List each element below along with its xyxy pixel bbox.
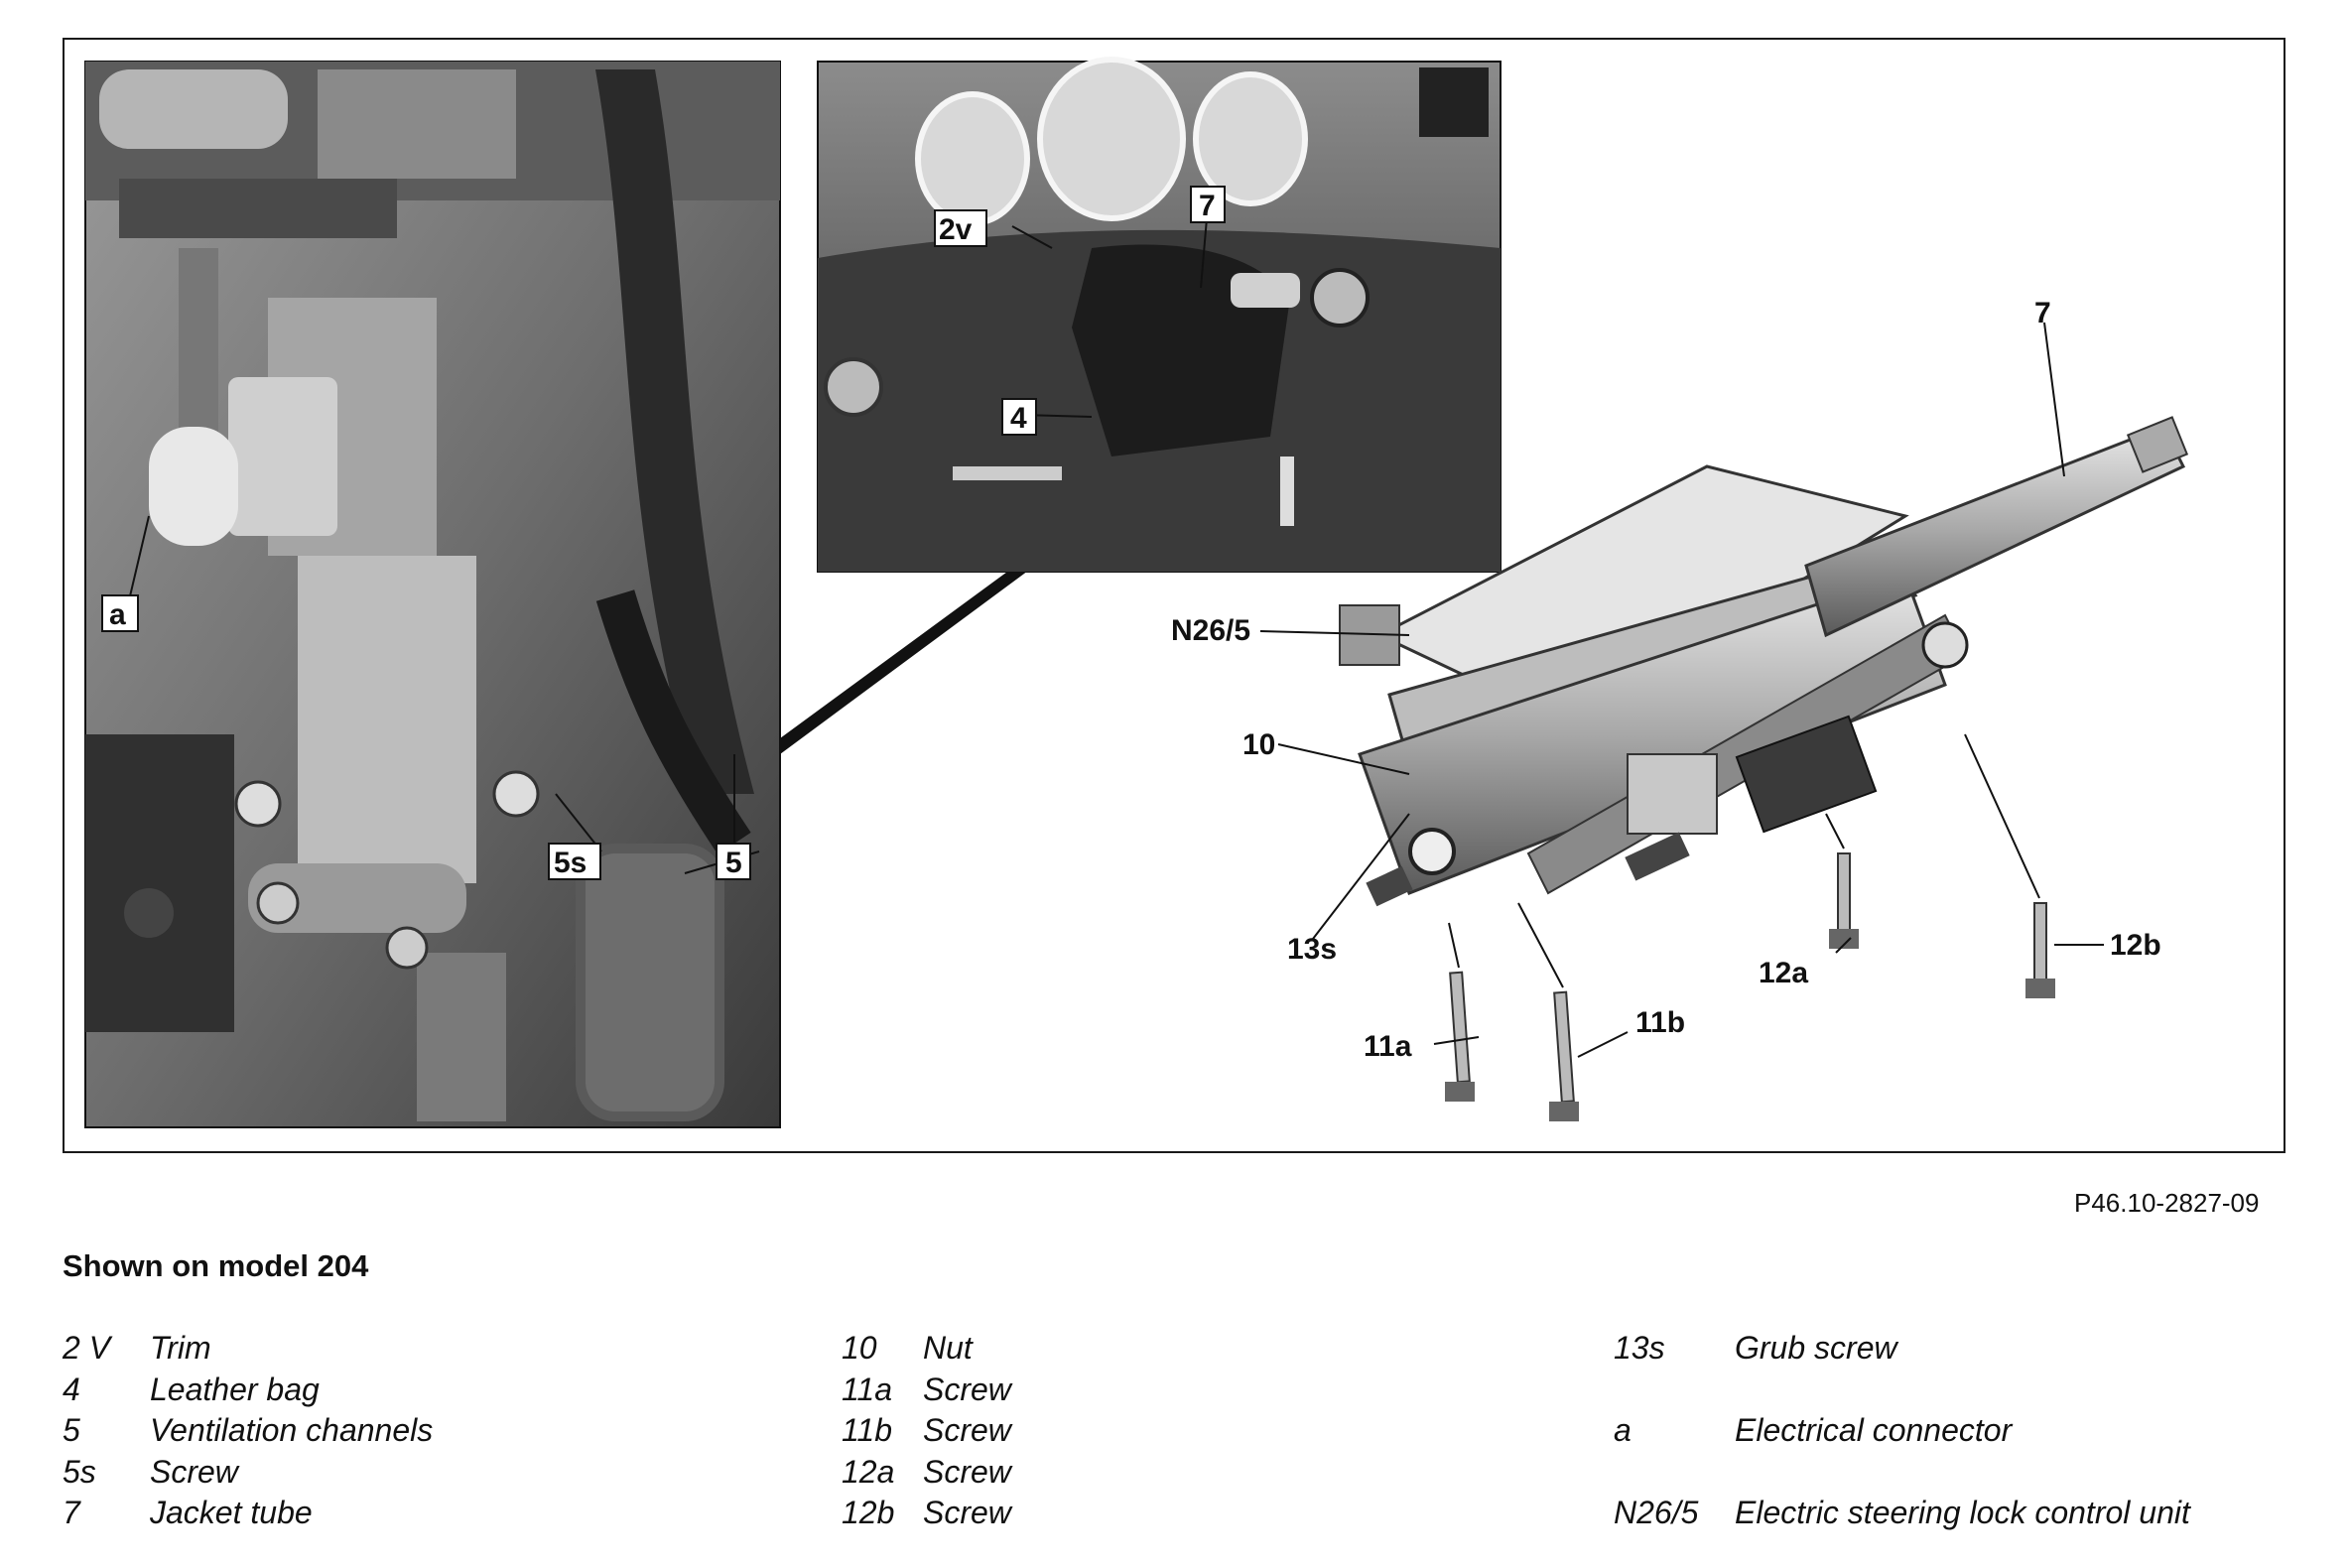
legend-label: Grub screw — [1735, 1330, 1897, 1366]
callout-11a: 11a — [1364, 1030, 1412, 1063]
legend-key: 12a — [842, 1453, 895, 1490]
legend-key: 10 — [842, 1330, 877, 1366]
legend-item: 4 Leather bag — [63, 1370, 757, 1411]
legend-column-3: 13s Grub screw a Electrical connector N26/… — [1614, 1328, 2308, 1534]
legend-label: Screw — [923, 1371, 1011, 1407]
legend-column-1: 2 V Trim 4 Leather bag 5 Ventilation channe… — [63, 1328, 757, 1534]
legend-label: Screw — [923, 1412, 1011, 1449]
legend-item: 12a Screw — [842, 1452, 1536, 1494]
callout-n26-5: N26/5 — [1171, 614, 1250, 647]
legend-key: 4 — [63, 1371, 80, 1407]
alignment-lines — [1448, 733, 2040, 988]
legend-key: 11b — [842, 1412, 893, 1449]
callout-11b: 11b — [1635, 1006, 1685, 1039]
legend-item: 5s Screw — [63, 1452, 757, 1494]
callout-12a: 12a — [1759, 957, 1808, 989]
legend-label: Leather bag — [150, 1371, 320, 1407]
screw-12a — [1829, 852, 1859, 949]
legend-item: 5 Ventilation channels — [63, 1410, 757, 1452]
callout-13s: 13s — [1287, 933, 1337, 966]
callout-a: a — [101, 594, 139, 632]
screw-12b — [2025, 902, 2055, 998]
legend-key: a — [1614, 1412, 1632, 1449]
svg-text:5s: 5s — [554, 847, 587, 879]
callout-7-dashboard: 7 — [1190, 186, 1226, 223]
screw-11b — [1549, 990, 1579, 1121]
figure-reference-code: P46.10-2827-09 — [2074, 1188, 2260, 1218]
callout-10: 10 — [1242, 728, 1275, 761]
legend-key: 2 V — [63, 1330, 111, 1366]
callout-12b: 12b — [2110, 929, 2161, 962]
steering-column-illustration — [1339, 416, 2189, 907]
legend-label: Electrical connector — [1735, 1412, 2013, 1449]
legend-item: 13s Grub screw — [1614, 1328, 2308, 1370]
legend-key: 5s — [63, 1453, 96, 1490]
svg-text:a: a — [109, 598, 126, 631]
svg-text:2v: 2v — [939, 213, 973, 246]
callout-5: 5 — [716, 843, 751, 880]
svg-text:4: 4 — [1010, 402, 1027, 435]
svg-text:7: 7 — [1199, 190, 1216, 222]
legend-item: 11a Screw — [842, 1370, 1536, 1411]
legend-label: Screw — [923, 1495, 1011, 1531]
legend-label: Electric steering lock control unit — [1735, 1495, 2190, 1531]
legend-item: 12b Screw — [842, 1493, 1536, 1534]
legend-label: Jacket tube — [150, 1495, 313, 1531]
callout-4: 4 — [1001, 398, 1037, 436]
legend-label: Ventilation channels — [150, 1412, 434, 1449]
legend-item: 10 Nut — [842, 1328, 1536, 1370]
legend-item — [1614, 1452, 2308, 1494]
callout-7-column: 7 — [2034, 297, 2051, 329]
leader-lines — [128, 217, 2104, 1058]
photo-dashboard — [817, 57, 1501, 573]
legend-label: Trim — [150, 1330, 211, 1366]
legend-item: N26/5 Electric steering lock control unit — [1614, 1493, 2308, 1534]
legend-label: Screw — [923, 1453, 1011, 1490]
legend-label: Screw — [150, 1453, 238, 1490]
legend-key: 5 — [63, 1412, 80, 1449]
legend-item: 11b Screw — [842, 1410, 1536, 1452]
legend-key: 7 — [63, 1495, 80, 1531]
photo-underdash — [84, 61, 781, 1128]
callout-2v: 2v — [934, 209, 987, 247]
legend-item: 2 V Trim — [63, 1328, 757, 1370]
legend-key: 11a — [842, 1371, 893, 1407]
svg-text:5: 5 — [725, 847, 742, 879]
legend-label: Nut — [923, 1330, 973, 1366]
caption-heading: Shown on model 204 — [63, 1248, 369, 1283]
legend-key: N26/5 — [1614, 1495, 1699, 1531]
callout-5s: 5s — [548, 843, 601, 880]
legend-key: 12b — [842, 1495, 895, 1531]
screw-11a — [1445, 971, 1475, 1102]
legend-item — [1614, 1370, 2308, 1411]
legend-item: a Electrical connector — [1614, 1410, 2308, 1452]
legend-key: 13s — [1614, 1330, 1665, 1366]
legend-item: 7 Jacket tube — [63, 1493, 757, 1534]
